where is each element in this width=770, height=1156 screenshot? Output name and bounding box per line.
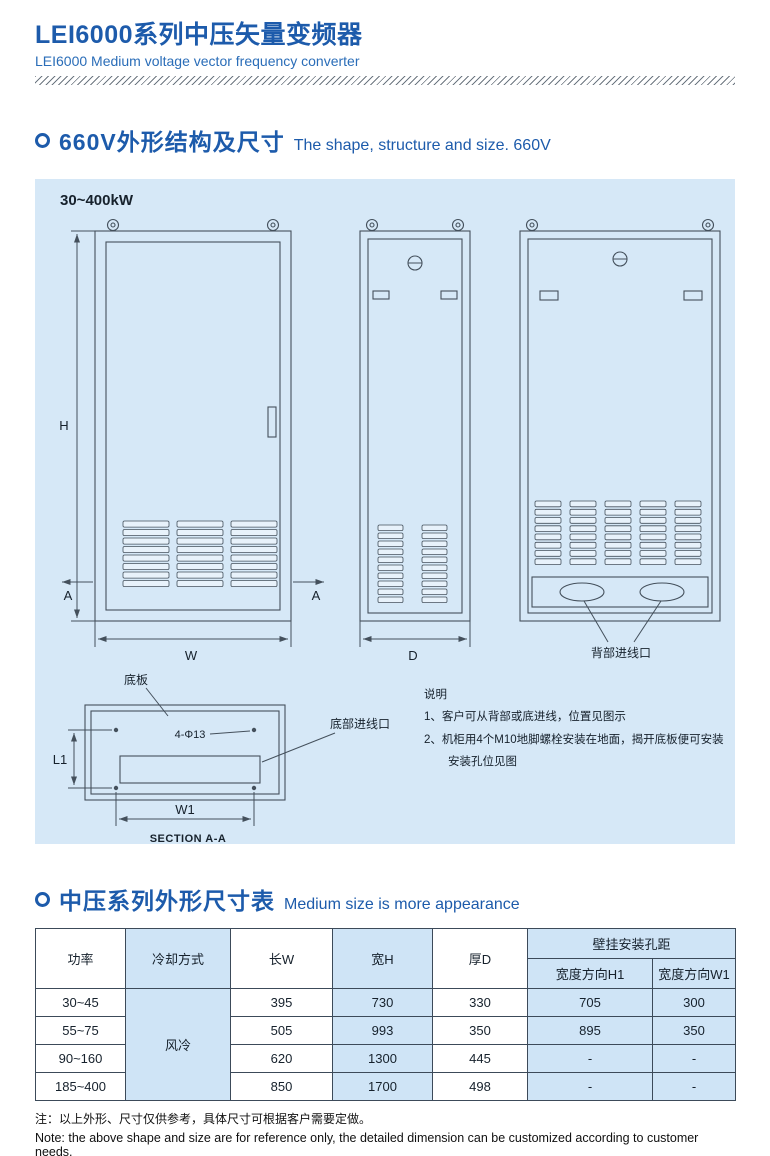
footer-note-cn: 注：以上外形、尺寸仅供参考，具体尺寸可根据客户需要定做。 (35, 1112, 372, 1126)
mount-holes-label: 4-Φ13 (175, 729, 206, 741)
louver-vent (421, 524, 448, 603)
cell-h1: 705 (527, 988, 653, 1017)
hatch-divider (35, 76, 735, 85)
section1-heading-en: The shape, structure and size. 660V (293, 137, 551, 154)
notes-block: 说明 1、客户可从背部或底进线，位置见图示 2、机柜用4个M10地脚螺栓安装在地… (424, 670, 724, 774)
cell-width: 1700 (332, 1072, 433, 1101)
section-aa-drawing: 底板 4-Φ13 底部进线口 (53, 672, 390, 845)
dim-l1-label: L1 (53, 752, 67, 767)
table-header-row: 功率 冷却方式 长W 宽H 厚D 壁挂安装孔距 (35, 928, 737, 989)
bottom-inlet-label: 底部进线口 (330, 716, 390, 731)
cabinet-drawings: H W A A (59, 218, 721, 663)
dimension-l1: L1 (53, 729, 112, 789)
marker-a-right-label: A (312, 588, 321, 603)
drawing-panel: 30~400kW (35, 179, 735, 846)
header-cooling: 冷却方式 (125, 928, 231, 989)
footer-note-en: Note: the above shape and size are for r… (35, 1131, 699, 1156)
louver-vent (569, 500, 597, 565)
header-length: 长W (230, 928, 333, 989)
bottom-plate-label: 底板 (124, 672, 148, 687)
cell-length: 850 (230, 1072, 333, 1101)
section2-heading-en: Medium size is more appearance (284, 896, 520, 913)
table-row: 30~45 风冷 395 730 330 705 300 (35, 988, 737, 1101)
louver-vent (639, 500, 667, 565)
dimension-w1: W1 (115, 792, 255, 826)
cell-w1: - (651, 1044, 737, 1073)
notes-line: 1、客户可从背部或底进线，位置见图示 (424, 711, 626, 724)
power-range-label: 30~400kW (60, 192, 133, 209)
cell-depth: 350 (432, 1016, 528, 1045)
cell-h1: - (527, 1072, 653, 1101)
cabinet-back-view: 背部进线口 (519, 218, 721, 660)
cable-inlet-hole (559, 582, 605, 602)
circle-bullet-icon (35, 891, 50, 907)
section-cut-markers: A A (62, 579, 324, 603)
cell-h1: - (527, 1044, 653, 1073)
header-depth: 厚D (432, 928, 528, 989)
cell-power: 55~75 (35, 1016, 126, 1045)
header-width: 宽H (332, 928, 433, 989)
louver-vent (377, 524, 404, 603)
cabinet-front-view (94, 218, 292, 622)
section2-heading: 中压系列外形尺寸表 Medium size is more appearance (35, 882, 735, 916)
panel-bottom-row: 底板 4-Φ13 底部进线口 (35, 670, 735, 846)
cell-length: 620 (230, 1044, 333, 1073)
header-w1: 宽度方向W1 (651, 958, 737, 989)
cell-cooling: 风冷 (125, 988, 231, 1101)
bottom-inlet-opening (119, 755, 261, 784)
cell-power: 30~45 (35, 988, 126, 1017)
cell-w1: 300 (651, 988, 737, 1017)
table-subheader-row: 宽度方向H1 宽度方向W1 (36, 958, 737, 989)
cell-w1: - (651, 1072, 737, 1101)
dim-d-label: D (408, 648, 417, 663)
table-row: 185~400 850 1700 498 - - (35, 1072, 737, 1101)
louver-vent (176, 520, 224, 587)
cell-depth: 445 (432, 1044, 528, 1073)
louver-vent (674, 500, 702, 565)
louver-vent (122, 520, 170, 587)
dimension-table: 功率 冷却方式 长W 宽H 厚D 壁挂安装孔距 宽度方向H1 宽度方向W1 30… (35, 928, 737, 1101)
cell-power: 90~160 (35, 1044, 126, 1073)
section1-heading: 660V外形结构及尺寸 The shape, structure and siz… (35, 123, 735, 157)
louver-vent (604, 500, 632, 565)
cell-width: 1300 (332, 1044, 433, 1073)
door-handle (267, 406, 277, 438)
doc-header: LEI6000系列中压矢量变频器 LEI6000 Medium voltage … (35, 0, 735, 85)
section2-heading-cn: 中压系列外形尺寸表 (59, 888, 275, 914)
cell-depth: 498 (432, 1072, 528, 1101)
header-mount-group: 壁挂安装孔距 (526, 928, 737, 959)
dim-h-label: H (59, 418, 68, 433)
notes-line: 安装孔位见图 (448, 756, 517, 769)
back-inlet-label: 背部进线口 (591, 645, 651, 660)
cell-h1: 895 (527, 1016, 653, 1045)
circle-bullet-icon (35, 132, 50, 148)
section1-heading-cn: 660V外形结构及尺寸 (59, 129, 285, 155)
doc-title: LEI6000系列中压矢量变频器 (35, 21, 363, 49)
section-caption: SECTION A-A (150, 833, 227, 845)
cell-power: 185~400 (35, 1072, 126, 1101)
dimension-w: W (94, 621, 292, 663)
marker-a-left-label: A (64, 588, 73, 603)
dim-w1-label: W1 (175, 802, 195, 817)
section-aa-view: 底板 4-Φ13 底部进线口 (84, 672, 390, 801)
cell-depth: 330 (432, 988, 528, 1017)
dimension-d: D (359, 621, 471, 663)
table-row: 90~160 620 1300 445 - - (35, 1044, 737, 1073)
notes-title: 说明 (424, 689, 447, 701)
louver-vent (230, 520, 278, 587)
header-h1: 宽度方向H1 (527, 958, 653, 989)
cell-width: 730 (332, 988, 433, 1017)
dim-w-label: W (185, 648, 198, 663)
cell-w1: 350 (651, 1016, 737, 1045)
cell-width: 993 (332, 1016, 433, 1045)
cell-length: 395 (230, 988, 333, 1017)
dimension-h: H (59, 230, 95, 622)
cell-length: 505 (230, 1016, 333, 1045)
doc-subtitle: LEI6000 Medium voltage vector frequency … (35, 53, 360, 69)
notes-line: 2、机柜用4个M10地脚螺栓安装在地面，揭开底板便可安装 (424, 733, 724, 746)
cable-inlet-hole (639, 582, 685, 602)
header-power: 功率 (35, 928, 126, 989)
louver-vent (534, 500, 562, 565)
cabinet-side-view (359, 218, 471, 622)
